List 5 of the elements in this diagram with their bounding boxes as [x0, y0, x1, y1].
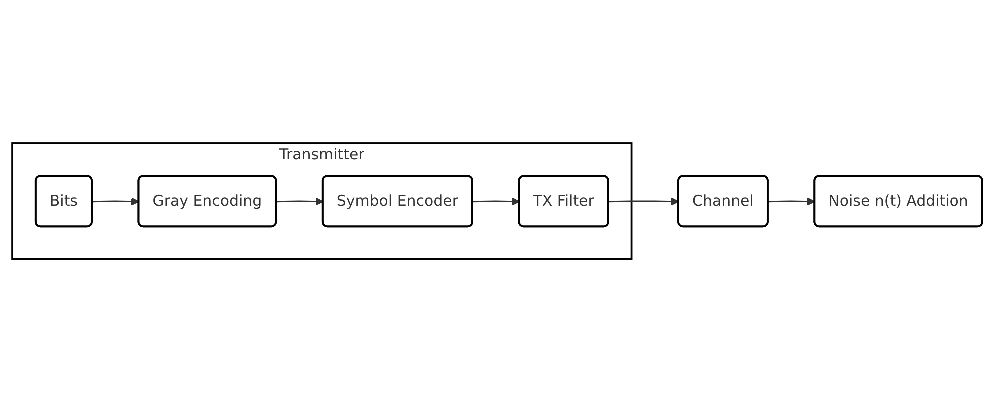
arrow — [608, 198, 680, 206]
arrow — [276, 198, 324, 206]
arrow — [92, 198, 140, 206]
arrow — [472, 198, 520, 206]
arrow — [768, 198, 816, 206]
